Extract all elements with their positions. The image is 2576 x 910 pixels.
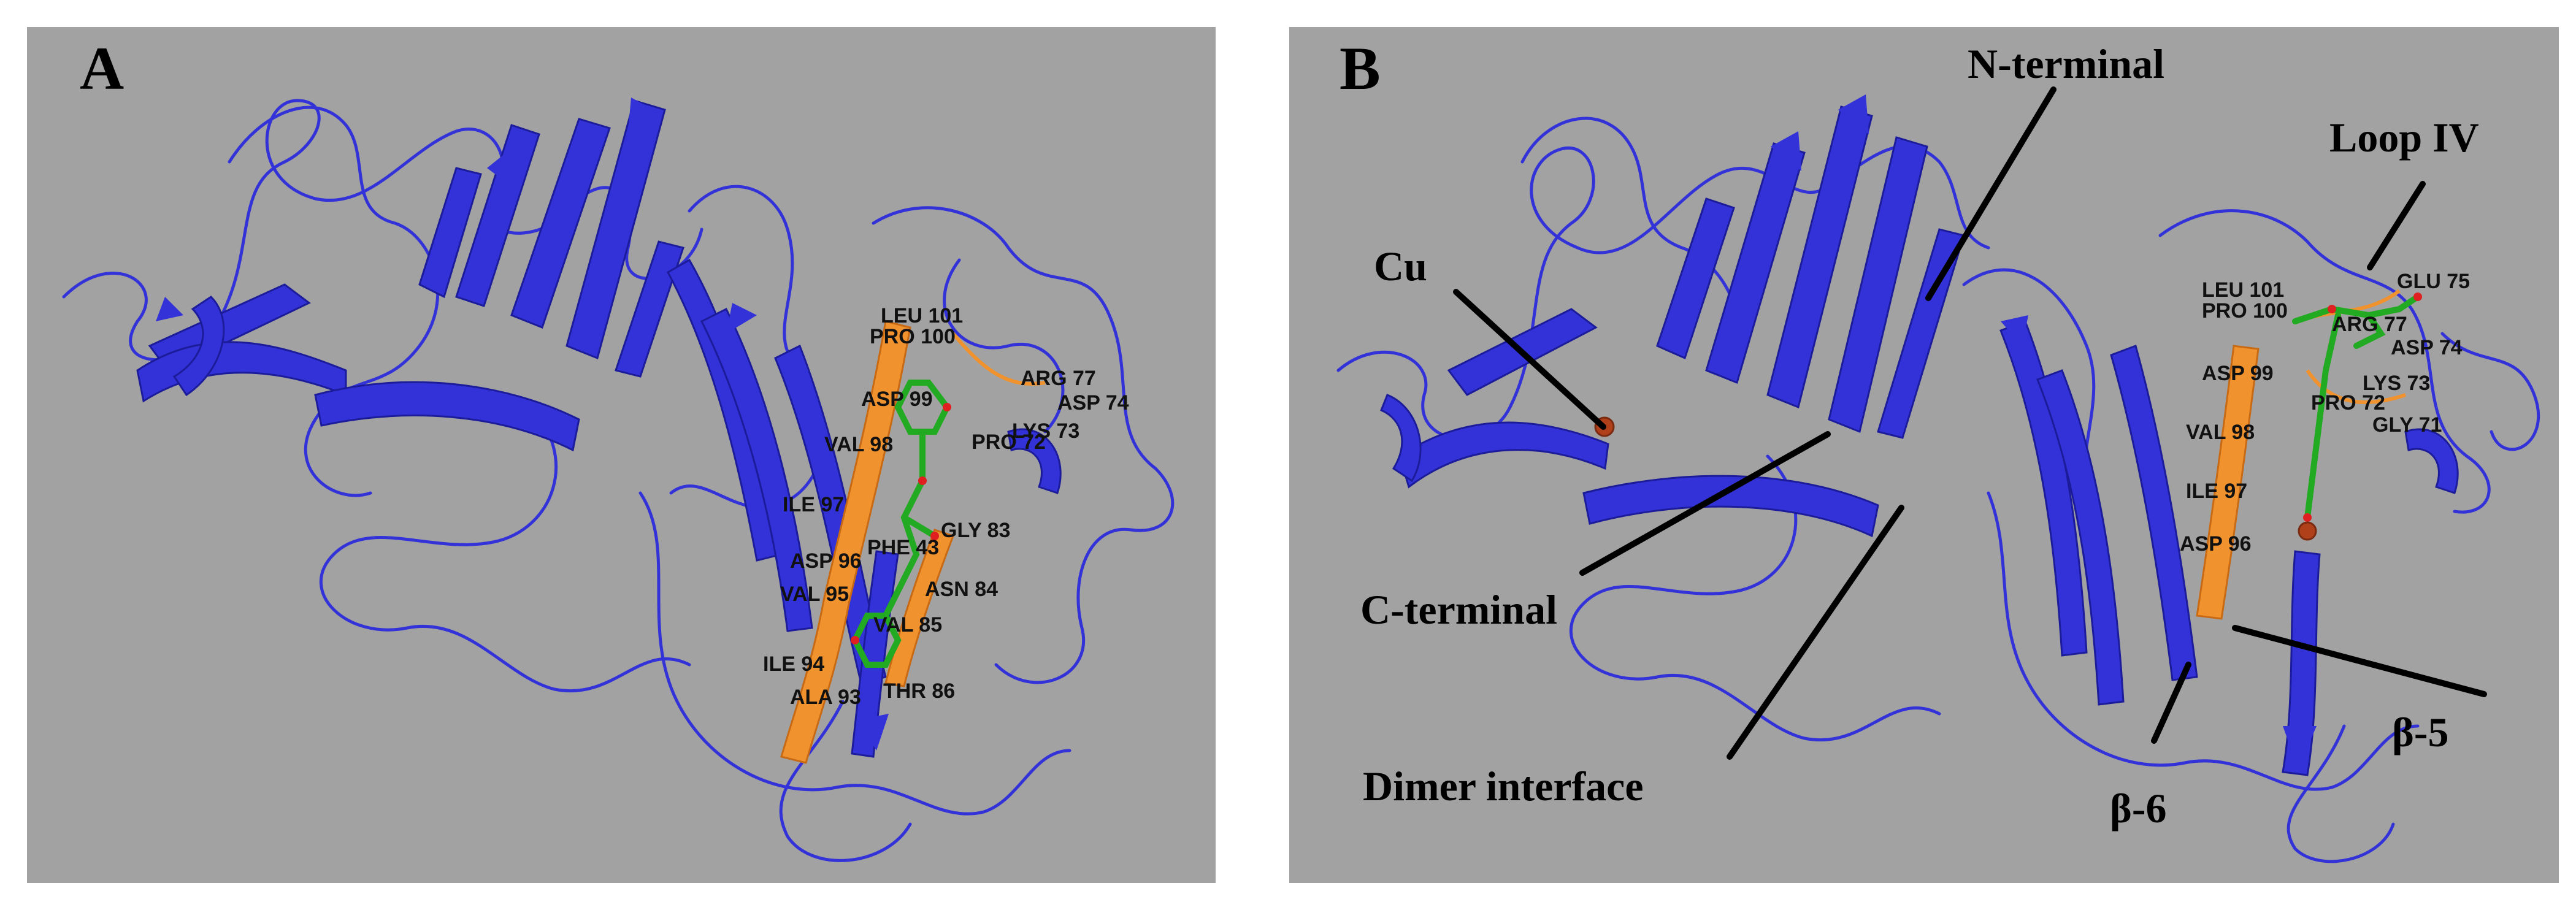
residue-label: VAL 95 (780, 583, 849, 606)
residue-label: LYS 73 (2363, 372, 2431, 395)
annotation-loop-iv: Loop IV (2329, 114, 2479, 161)
residue-label: ASP 96 (790, 549, 862, 573)
residue-label: PRO 100 (2202, 299, 2288, 323)
residue-label: VAL 85 (873, 613, 943, 637)
beta-strand-highlight (2196, 345, 2260, 620)
residue-label: LEU 101 (881, 304, 964, 327)
residue-label: ILE 97 (783, 493, 845, 516)
panel-letter-b: B (1340, 34, 1381, 102)
beta-strand-highlight (780, 320, 911, 764)
residue-label: PHE 43 (867, 536, 940, 559)
panel-letter-a: A (80, 34, 125, 102)
residue-label: LYS 73 (1012, 419, 1080, 443)
residue-label: ILE 94 (763, 652, 825, 676)
residue-label: GLY 83 (941, 519, 1011, 542)
annotation-n-terminal: N-terminal (1968, 40, 2165, 87)
panel-a: A LEU 101 PRO 100 ARG 77 ASP 74 ASP 99 L… (27, 27, 1216, 883)
residue-label: VAL 98 (2186, 421, 2255, 444)
residue-label: ARG 77 (1021, 367, 1096, 390)
protein-ribbon-a (62, 98, 1175, 862)
residue-label: PRO 100 (870, 325, 956, 348)
residue-label: GLU 75 (2397, 270, 2471, 293)
residue-label: ARG 77 (2332, 313, 2407, 336)
residue-label: THR 86 (883, 679, 956, 703)
residue-label: ASP 96 (2180, 532, 2252, 556)
residue-label: ASP 99 (2202, 362, 2274, 385)
annotation-beta-5: β-5 (2392, 709, 2449, 755)
residue-label: ASP 74 (2391, 336, 2463, 359)
residue-label: GLY 71 (2372, 413, 2442, 437)
ligand-molecule (2292, 294, 2421, 521)
residue-label: PRO 72 (2311, 391, 2385, 415)
residue-label: VAL 98 (824, 433, 894, 456)
annotation-cu: Cu (1374, 243, 1427, 289)
annotation-dimer-interface: Dimer interface (1363, 763, 1644, 809)
residue-label: ASP 74 (1057, 391, 1129, 415)
residue-label: ASN 84 (925, 578, 999, 601)
residue-label: LEU 101 (2202, 278, 2285, 302)
annotation-lines (1453, 86, 2487, 760)
panel-b: B GLU 75 LEU 101 PRO 100 ARG 77 ASP 74 A… (1289, 27, 2559, 883)
residue-label: ASP 99 (861, 388, 933, 411)
residue-label: ALA 93 (790, 686, 861, 709)
annotation-beta-6: β-6 (2110, 785, 2167, 832)
annotation-c-terminal: C-terminal (1360, 586, 1558, 633)
residue-label: PRO 72 (972, 430, 1046, 454)
protein-ribbon-b (1336, 86, 2540, 863)
residue-label: ILE 97 (2186, 480, 2248, 503)
